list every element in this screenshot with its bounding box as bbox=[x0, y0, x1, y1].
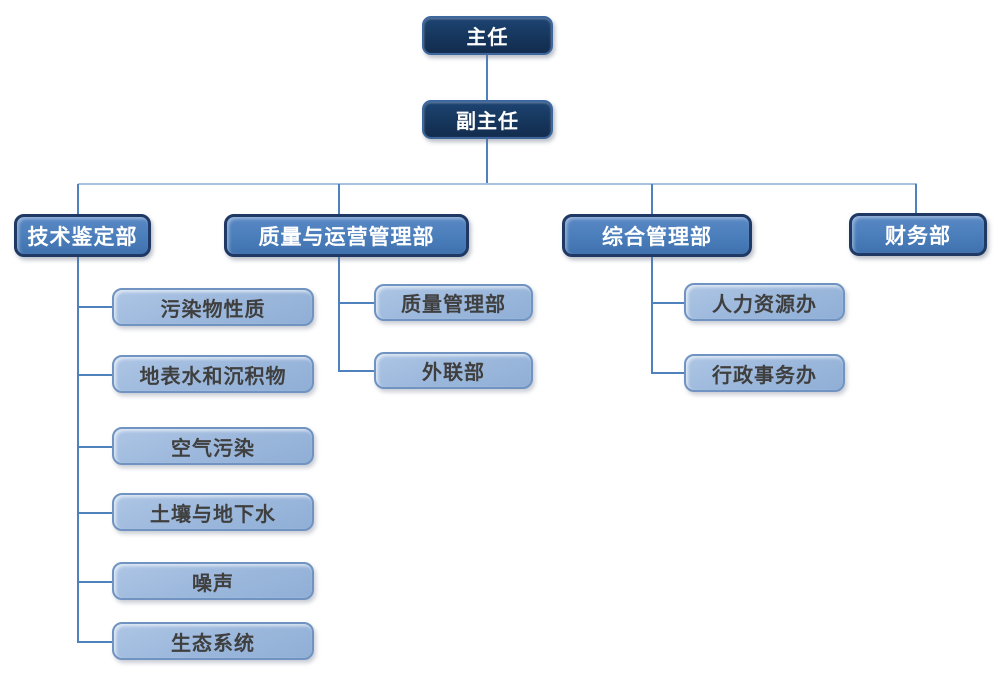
node-dept-quality-operations: 质量与运营管理部 bbox=[224, 214, 469, 257]
connector-drop-dept-general bbox=[651, 184, 653, 215]
connector-spine-technical bbox=[77, 257, 79, 643]
node-sub-noise: 噪声 bbox=[112, 562, 314, 600]
node-dept-general-management: 综合管理部 bbox=[562, 214, 752, 257]
connector-spine-quality bbox=[338, 257, 340, 371]
node-sub-quality-management: 质量管理部 bbox=[374, 284, 533, 321]
node-sub-administrative-affairs: 行政事务办 bbox=[684, 354, 845, 392]
connector-stub-human-resources bbox=[651, 302, 684, 304]
connector-drop-dept-technical bbox=[77, 184, 79, 215]
connector-stub-air-pollution bbox=[77, 446, 112, 448]
connector-deputy-bar bbox=[486, 139, 488, 184]
connector-stub-ecosystem bbox=[77, 641, 112, 643]
node-director: 主任 bbox=[422, 16, 553, 55]
node-deputy-director: 副主任 bbox=[422, 100, 553, 139]
connector-drop-dept-quality bbox=[338, 184, 340, 215]
node-sub-air-pollution: 空气污染 bbox=[112, 427, 314, 465]
connector-stub-quality-management bbox=[338, 302, 374, 304]
connector-stub-external-liaison bbox=[338, 370, 374, 372]
connector-director-deputy bbox=[486, 55, 488, 100]
connector-stub-pollutant-properties bbox=[77, 306, 112, 308]
connector-spine-general bbox=[651, 257, 653, 374]
connector-stub-soil-groundwater bbox=[77, 512, 112, 514]
connector-stub-surface-water-sediment bbox=[77, 374, 112, 376]
connector-drop-dept-finance bbox=[915, 184, 917, 214]
connector-stub-noise bbox=[77, 581, 112, 583]
connector-stub-administrative-affairs bbox=[651, 372, 684, 374]
node-sub-human-resources: 人力资源办 bbox=[684, 283, 845, 321]
node-sub-ecosystem: 生态系统 bbox=[112, 622, 314, 660]
node-dept-technical-appraisal: 技术鉴定部 bbox=[14, 214, 151, 257]
node-sub-external-liaison: 外联部 bbox=[374, 352, 533, 389]
node-sub-pollutant-properties: 污染物性质 bbox=[112, 288, 314, 326]
node-sub-soil-groundwater: 土壤与地下水 bbox=[112, 493, 314, 531]
node-dept-finance: 财务部 bbox=[849, 213, 987, 256]
connector-level3-bar bbox=[78, 183, 917, 185]
node-sub-surface-water-sediment: 地表水和沉积物 bbox=[112, 355, 314, 393]
